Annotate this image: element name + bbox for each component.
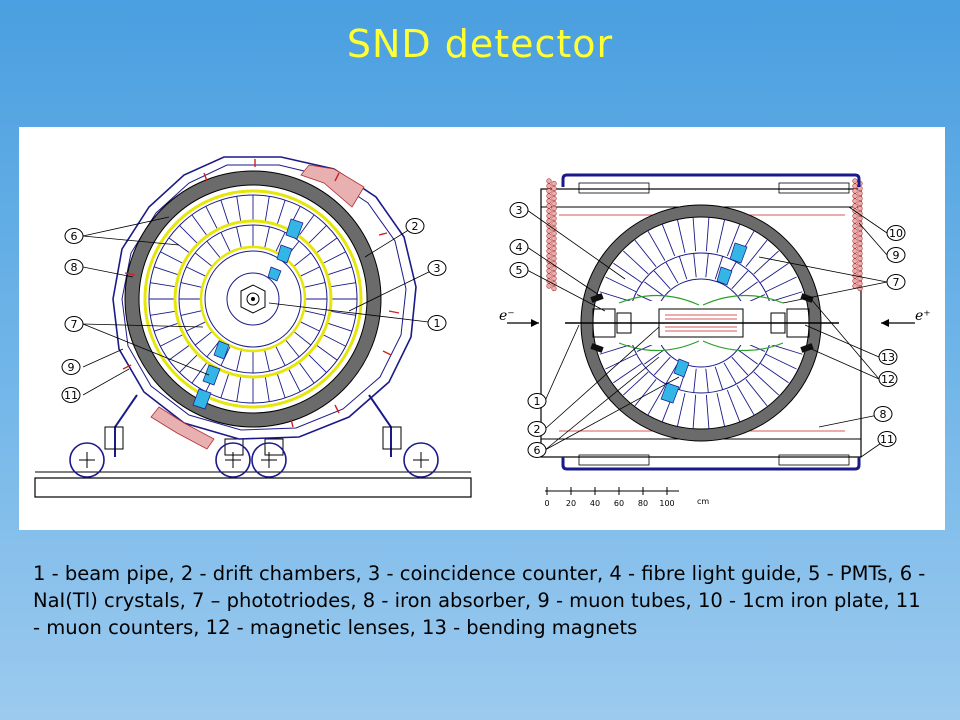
scale-unit: cm [697,497,709,506]
right-view-label-text: 13 [881,351,895,364]
left-view-label-text: 8 [71,261,78,274]
wheel [69,442,439,478]
right-view-label-9: 9 [886,247,906,263]
right-view-label-text: 1 [534,395,541,408]
muon-tubes-left [546,178,557,292]
scale-tick-label: 40 [590,499,600,508]
highlighted-crystals [660,242,748,404]
right-view-label-text: 5 [516,264,523,277]
right-view-label-12: 12 [878,371,898,387]
iron-frame [540,188,862,458]
right-view-label-4: 4 [509,239,529,255]
page-title: SND detector [346,22,614,66]
left-view-label-text: 6 [71,230,78,243]
left-view-label-8: 8 [64,259,84,275]
support-leg-left [114,394,138,457]
right-view-label-1: 1 [527,393,547,409]
right-view-label-2: 2 [527,421,547,437]
leg-foot-right [382,426,402,450]
highlighted-crystals [192,218,304,410]
outer-ring [143,189,363,409]
scale-tick-label: 100 [659,499,674,508]
left-view-label-text: 11 [64,389,78,402]
right-view-label-text: 3 [516,204,523,217]
left-view-label-7: 7 [64,316,84,332]
left-view-label-1: 1 [427,315,447,331]
right-view-label-11: 11 [877,431,897,447]
right-view-label-7: 7 [886,274,906,290]
left-view-label-text: 9 [68,361,75,374]
scale-tick-label: 60 [614,499,624,508]
scale-tick-label: 80 [638,499,648,508]
right-view-label-13: 13 [878,349,898,365]
longitudinal-section-view [507,173,915,495]
muon-system-outline [112,156,417,440]
left-view-labels: 6 8 7 9 11 2 3 1 [61,218,447,403]
left-view-label-2: 2 [405,218,425,234]
magnetic-lenses [590,293,814,353]
support-leg-right [368,394,392,457]
drift-chambers [226,272,280,326]
left-view-label-11: 11 [61,387,81,403]
right-view-label-5: 5 [509,262,529,278]
scale-tick-label: 20 [566,499,576,508]
beam-label-electron: e⁻ [499,308,515,324]
right-view-label-text: 9 [893,249,900,262]
leg-foot-left [104,426,124,450]
right-view-label-text: 7 [893,276,900,289]
left-view-label-3: 3 [427,260,447,276]
support-base [34,477,472,498]
right-view-label-text: 11 [880,433,894,446]
transverse-section-view [34,156,472,498]
left-view-label-text: 7 [71,318,78,331]
muon-tubes [150,164,365,450]
right-view-label-text: 8 [880,408,887,421]
muon-counter-top [561,173,861,187]
left-view-label-6: 6 [64,228,84,244]
left-view-label-9: 9 [61,359,81,375]
right-view-label-3: 3 [509,202,529,218]
scale-labels: 0 20 40 60 80 100 [544,499,674,508]
muon-counter-marks [122,159,400,428]
right-view-label-6: 6 [527,442,547,458]
right-view-label-8: 8 [873,406,893,422]
right-view-label-text: 2 [534,423,541,436]
beam-label-positron: e⁺ [915,308,931,324]
beam-pipe [240,284,266,314]
muon-tubes-right [852,178,863,292]
left-view-label-text: 2 [412,220,419,233]
figure-caption: 1 - beam pipe, 2 - drift chambers, 3 - c… [33,562,926,639]
right-view-label-10: 10 [886,225,906,241]
scale-tick-label: 0 [544,499,549,508]
right-view-label-text: 12 [881,373,895,386]
scale-ticks [546,487,668,495]
right-view-label-text: 10 [889,227,903,240]
muon-counter-bottom [561,457,861,471]
right-view-label-text: 4 [516,241,523,254]
left-view-label-text: 3 [434,262,441,275]
left-view-label-text: 1 [434,317,441,330]
right-view-label-text: 6 [534,444,541,457]
